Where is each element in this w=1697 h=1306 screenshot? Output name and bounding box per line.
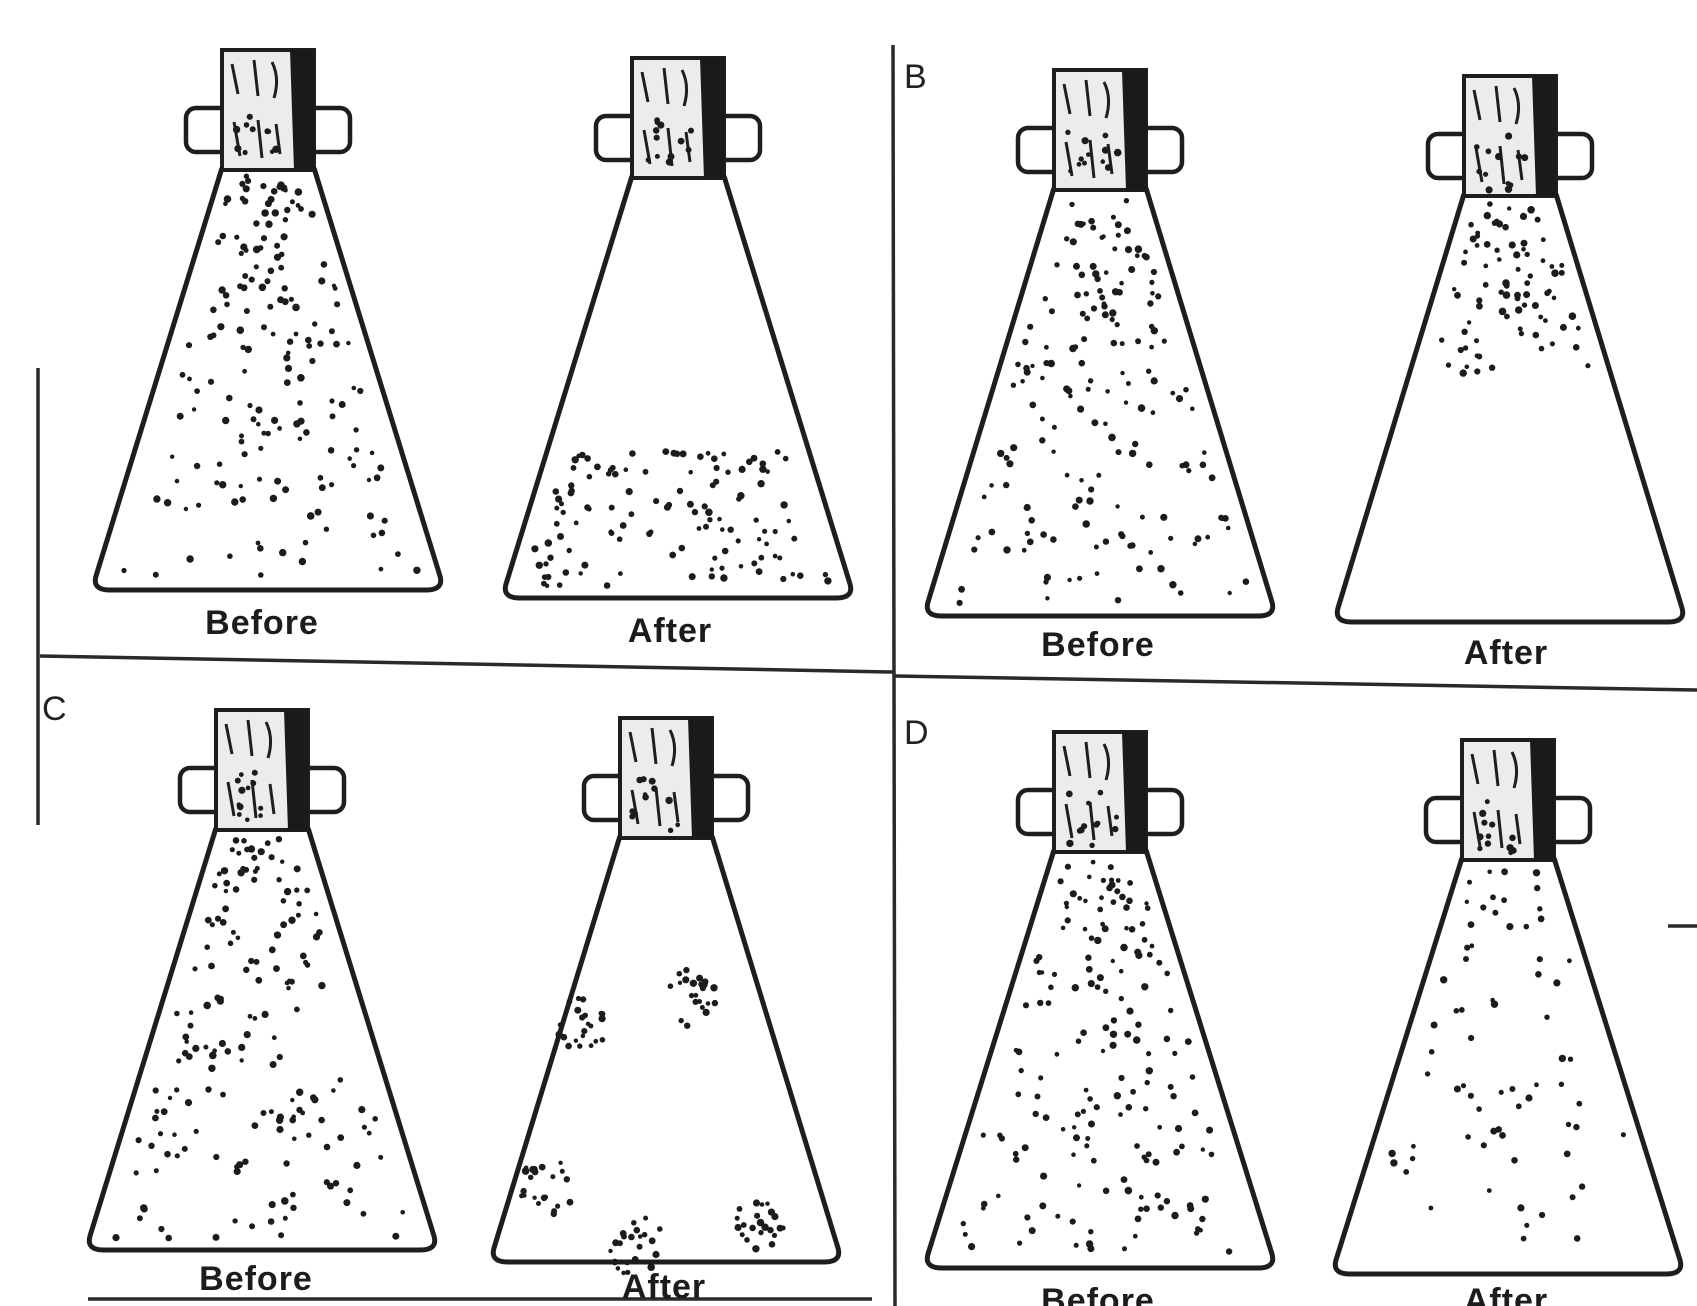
panel-letter-d: D [904,714,929,752]
caption-a-after: After [628,612,712,650]
particle-dots [1388,799,1626,1242]
flask-c-before [89,710,434,1250]
particle-dots [519,776,786,1275]
flask-body [927,188,1272,616]
flask-d-before [927,732,1272,1268]
caption-d-after: After [1464,1282,1548,1306]
caption-c-before: Before [199,1260,313,1298]
caption-c-after: After [622,1268,706,1306]
cork-shadow [1122,732,1146,852]
panel-letter-c: C [42,690,67,728]
cork-shadow [284,710,308,830]
cork-shadow [290,50,314,170]
cork-shadow [1122,70,1146,190]
cork-shadow [1532,76,1556,196]
flask-body [927,850,1272,1268]
cork-shadow [700,58,724,178]
caption-b-before: Before [1041,626,1155,664]
vertical-divider [893,45,895,1306]
flask-body [1335,858,1680,1274]
flask-body [1337,194,1682,622]
caption-a-before: Before [205,604,319,642]
flask-d-after [1335,740,1680,1274]
cork-shadow [688,718,712,838]
caption-b-after: After [1464,634,1548,672]
panel-letter-b: B [904,58,927,96]
flask-body [95,168,440,590]
cork-shadow [1530,740,1554,860]
flask-b-after [1337,76,1682,622]
horizontal-divider-right [895,676,1697,690]
flask-body [89,828,434,1250]
flask-a-before [95,50,440,590]
flask-c-after [493,718,838,1275]
horizontal-divider-left [40,656,893,672]
caption-d-before: Before [1041,1282,1155,1306]
flask-a-after [505,58,850,598]
flask-b-before [927,70,1272,616]
flask-body [505,176,850,598]
